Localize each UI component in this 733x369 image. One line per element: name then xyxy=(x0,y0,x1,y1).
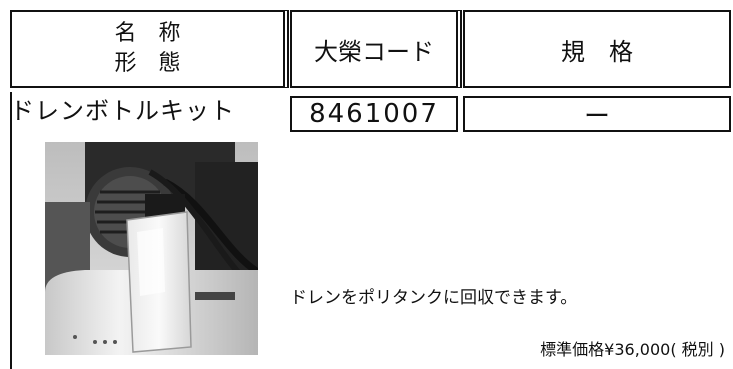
product-description: ドレンをポリタンクに回収できます。 xyxy=(290,288,578,308)
header-spec-cell: 規 格 xyxy=(463,10,731,88)
product-photo xyxy=(45,142,258,355)
left-border-line xyxy=(10,92,12,369)
product-spec: ー xyxy=(583,101,610,132)
header-name-cell: 名 称 形 態 xyxy=(10,10,285,88)
product-spec-cell: ー xyxy=(463,96,731,132)
product-code-cell: 8461007 xyxy=(290,96,458,132)
product-price: 標準価格¥36,000( 税別 ) xyxy=(540,340,725,359)
header-spec-label: 規 格 xyxy=(561,37,633,66)
header-name-label: 名 称 xyxy=(114,21,181,46)
header-code-cell: 大榮コード xyxy=(290,10,458,88)
product-name: ドレンボトルキット xyxy=(10,97,235,125)
header-form-label: 形 態 xyxy=(114,51,181,76)
product-code: 8461007 xyxy=(309,99,439,129)
header-code-label: 大榮コード xyxy=(314,37,434,66)
